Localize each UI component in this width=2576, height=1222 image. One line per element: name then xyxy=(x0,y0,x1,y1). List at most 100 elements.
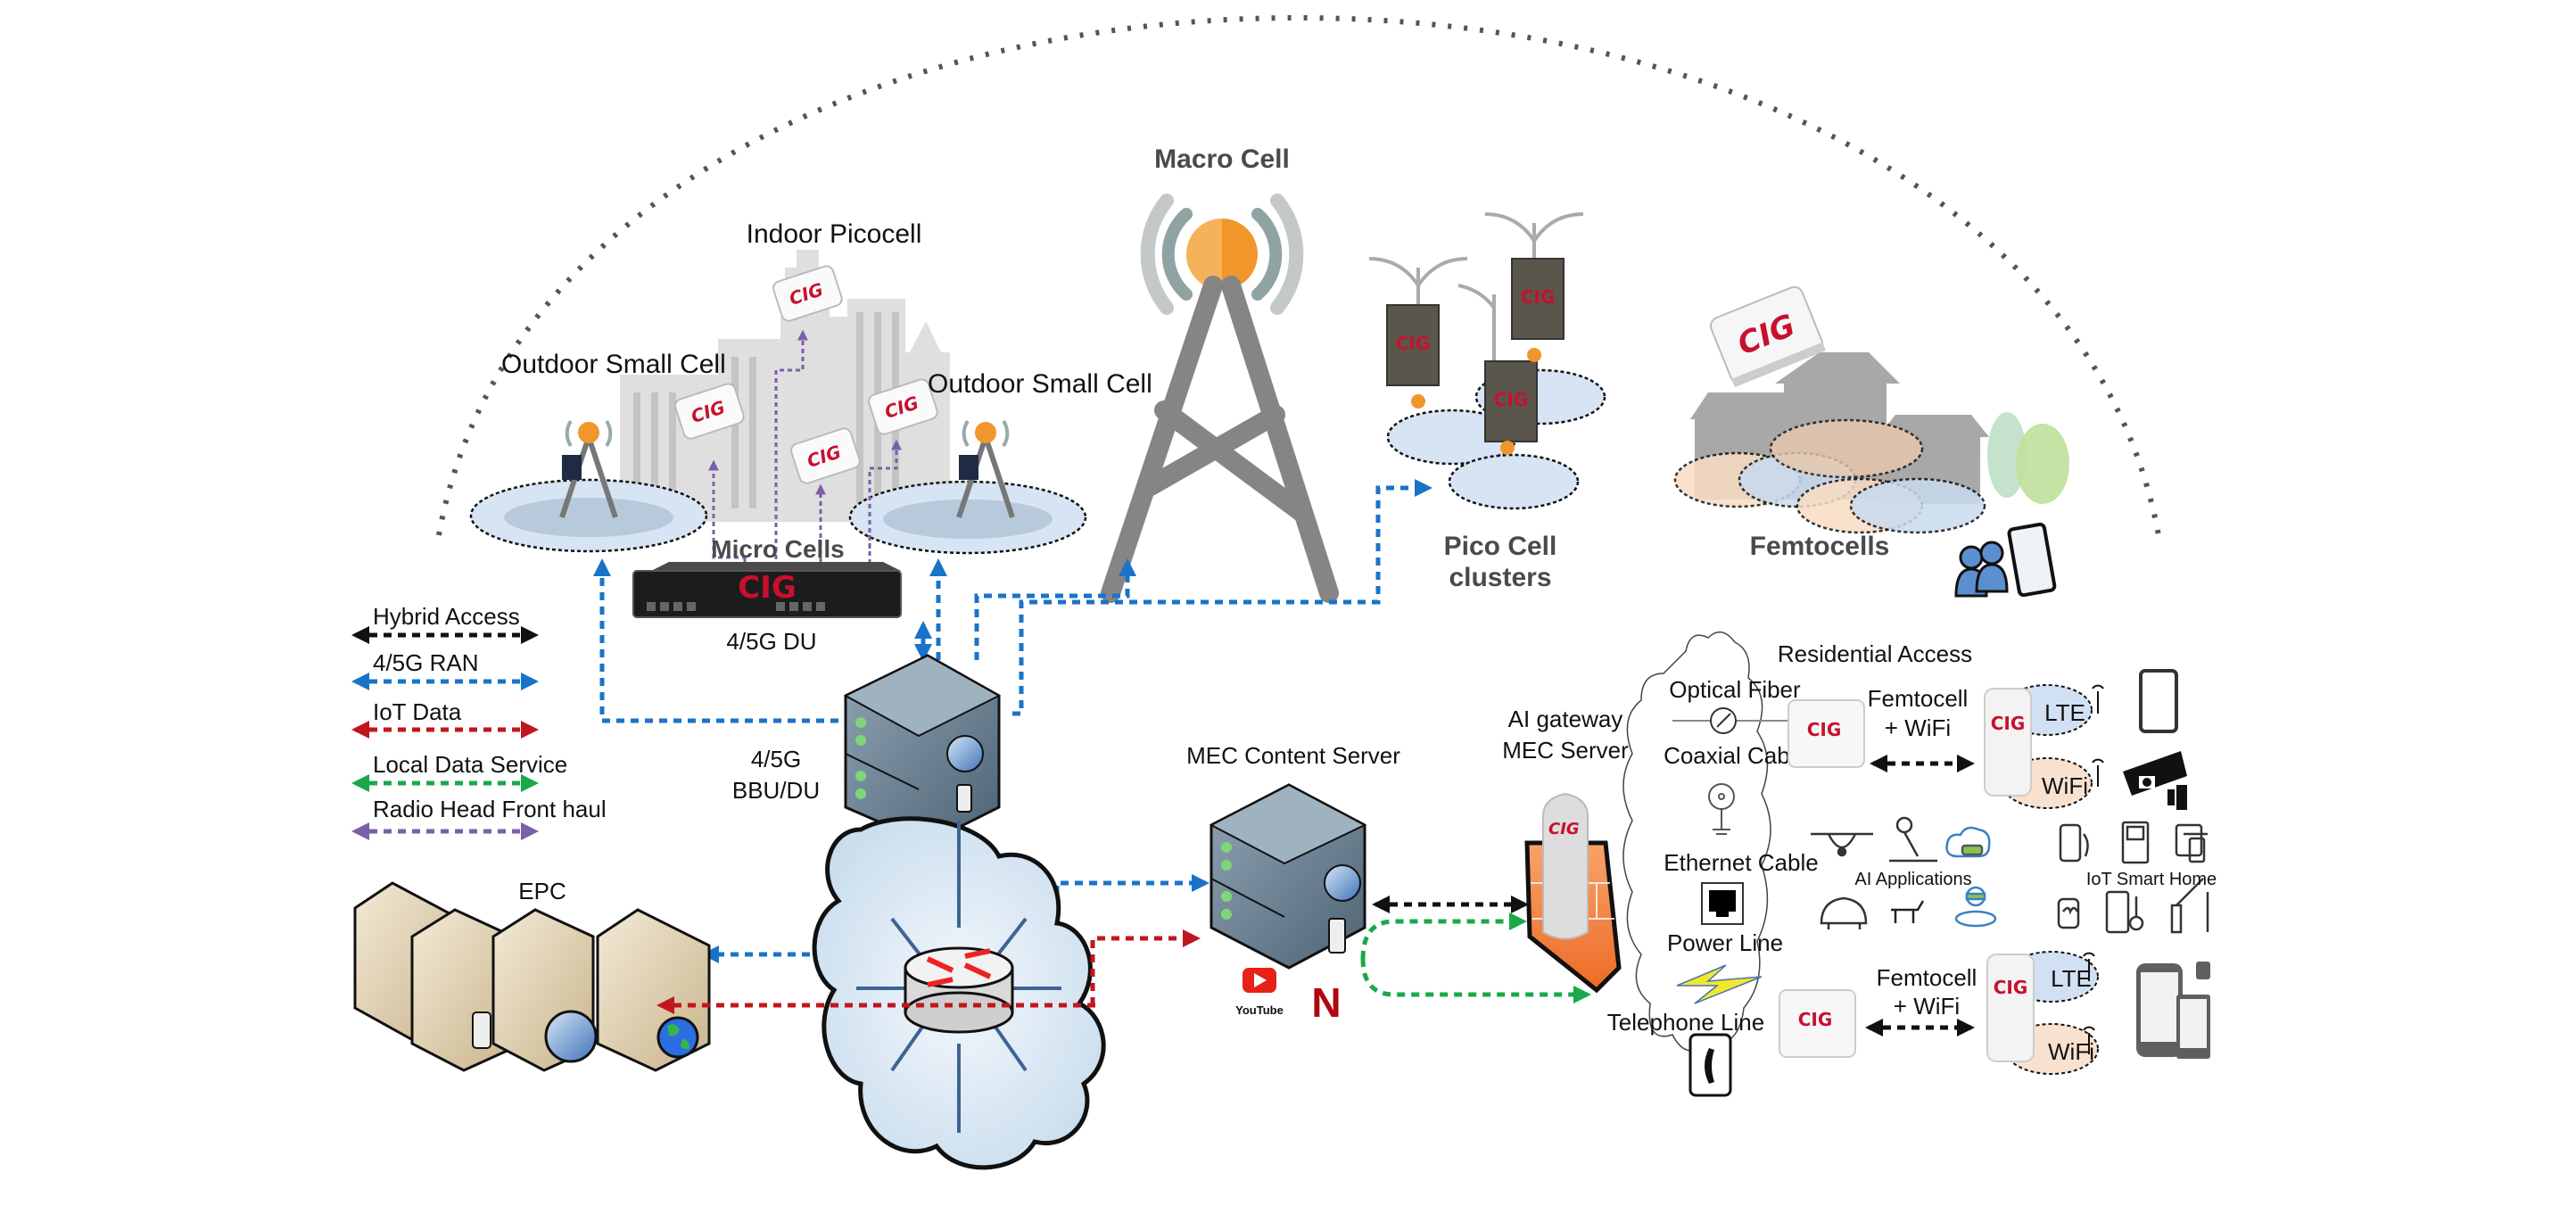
pico-rru-icon: CIG CIG CIG xyxy=(1386,258,1565,442)
cig-femtocell-tower-top: CIG xyxy=(1984,688,2032,797)
cig-picocell-left: CIG xyxy=(674,383,745,440)
legend: Hybrid Access 4/5G RAN IoT Data Local Da… xyxy=(351,603,607,840)
legend-label: Radio Head Front haul xyxy=(373,796,607,822)
cig-logo: CIG xyxy=(1991,713,2026,734)
cig-logo: CIG xyxy=(1494,389,1529,410)
globe-icon xyxy=(544,1010,598,1063)
telephone-icon xyxy=(1688,1033,1732,1097)
label-plus-wifi-top: + WiFi xyxy=(1885,714,1951,741)
pico-cell-clusters: CIG CIG CIG xyxy=(1368,212,1606,510)
mobile-phone-icon xyxy=(1328,918,1346,954)
label-ai-gateway: AI gateway xyxy=(1508,706,1623,732)
label-femtocell-wifi-top: Femtocell xyxy=(1868,685,1969,712)
label-ai-applications: AI Applications xyxy=(1854,870,1971,889)
iot-smart-home-icons xyxy=(2057,821,2209,934)
legend-item-iot: IoT Data xyxy=(351,698,539,739)
cig-femtocell-device: CIG xyxy=(1710,285,1826,388)
label-plus-wifi-bottom: + WiFi xyxy=(1894,993,1960,1020)
cig-home-router-top: CIG xyxy=(1788,699,1865,768)
macro-cell-tower xyxy=(1101,194,1339,603)
epc-servers xyxy=(353,881,711,1072)
du-rack-device: CIG xyxy=(632,562,902,618)
label-macro-cell: Macro Cell xyxy=(1154,144,1290,174)
label-micro-cells: Micro Cells xyxy=(711,535,844,563)
youtube-label: YouTube xyxy=(1235,1003,1284,1017)
core-network-cloud xyxy=(812,816,1106,1170)
users-with-tablet-icon xyxy=(1954,522,2057,598)
antenna-icon xyxy=(2083,1026,2095,1054)
label-ethernet-cable: Ethernet Cable xyxy=(1664,849,1818,876)
cig-home-router-bottom: CIG xyxy=(1779,989,1856,1058)
ai-gateway-firewall: CIG xyxy=(1524,792,1622,994)
label-mec-server: MEC Server xyxy=(1502,737,1629,764)
robot-dog-icon xyxy=(1891,900,1925,923)
earth-icon xyxy=(656,1016,699,1059)
outdoor-small-cell-right xyxy=(848,419,1087,555)
android-logo-icon xyxy=(2196,962,2210,979)
antenna-icon xyxy=(578,422,599,443)
label-femtocell-wifi-bottom: Femtocell xyxy=(1877,964,1977,991)
android-devices-icon xyxy=(2136,962,2210,1059)
femtocell-neighborhood: CIG xyxy=(1673,285,2069,598)
cig-logo: CIG xyxy=(1994,977,2028,998)
outdoor-small-cell-left xyxy=(469,419,708,553)
label-wifi-bottom: WiFi xyxy=(2048,1038,2094,1065)
legend-item-hybrid-access: Hybrid Access xyxy=(351,603,539,644)
label-mec-content-server: MEC Content Server xyxy=(1186,742,1400,769)
legend-item-fronthaul: Radio Head Front haul xyxy=(351,796,607,840)
legend-label: IoT Data xyxy=(373,698,462,725)
coverage-arc xyxy=(436,14,2161,536)
mobile-phone-icon xyxy=(956,784,972,813)
cig-femtocell-tower-bottom: CIG xyxy=(1986,954,2035,1062)
antenna-icon xyxy=(2083,952,2095,981)
label-femtocells: Femtocells xyxy=(1750,532,1890,561)
legend-label: Hybrid Access xyxy=(373,603,520,630)
lightning-icon xyxy=(1676,964,1763,1004)
label-lte-top: LTE xyxy=(2044,699,2085,726)
cig-logo: CIG xyxy=(738,570,797,606)
video-doorbell-icon xyxy=(2121,821,2150,864)
parking-barrier-icon xyxy=(2170,878,2209,934)
legend-item-ran: 4/5G RAN xyxy=(351,649,539,690)
cig-logo: CIG xyxy=(1548,820,1580,838)
smartphone-icon xyxy=(2139,669,2178,733)
security-camera-icon xyxy=(2123,751,2187,810)
label-bbu-line2: BBU/DU xyxy=(732,777,820,804)
drone-icon xyxy=(1811,832,1873,857)
youtube-logo: YouTube xyxy=(1235,968,1284,1017)
label-bbu-line1: 4/5G xyxy=(751,746,801,772)
cloud-gaming-icon xyxy=(1945,826,1991,858)
cig-picocell-right: CIG xyxy=(868,378,938,435)
vr-user-icon xyxy=(1954,886,1997,928)
voice-assistant-phone-icon xyxy=(2059,823,2089,863)
cig-logo: CIG xyxy=(1521,286,1556,308)
antenna-icon xyxy=(2092,684,2104,714)
netflix-logo: N xyxy=(1311,979,1341,1026)
legend-item-local-data: Local Data Service xyxy=(351,751,567,792)
cig-picocell-center: CIG xyxy=(790,427,861,484)
cig-logo: CIG xyxy=(1396,333,1431,354)
coaxial-cable-icon xyxy=(1708,783,1735,835)
label-coaxial-cable: Coaxial Cable xyxy=(1664,742,1808,769)
antenna-icon xyxy=(2092,758,2104,787)
ai-applications-icons xyxy=(1811,816,1997,929)
label-pico-clusters: clusters xyxy=(1449,563,1551,592)
label-residential-access: Residential Access xyxy=(1778,640,1972,667)
robot-arm-icon xyxy=(1889,816,1937,863)
smart-car-icon xyxy=(1820,896,1868,929)
label-optical-fiber: Optical Fiber xyxy=(1669,676,1801,703)
smart-lock-icon xyxy=(2175,823,2208,863)
ai-gateway-device xyxy=(1542,792,1589,940)
label-iot-smart-home: IoT Smart Home xyxy=(2086,870,2217,889)
smartwatch-icon xyxy=(2057,897,2080,929)
bbu-du-server xyxy=(843,654,1002,845)
label-epc: EPC xyxy=(518,878,566,904)
cig-logo: CIG xyxy=(1807,719,1842,740)
label-power-line: Power Line xyxy=(1667,929,1783,956)
thermostat-icon xyxy=(2105,890,2144,934)
router-icon xyxy=(904,946,1014,1034)
label-pico-cell: Pico Cell xyxy=(1444,532,1557,561)
iot-links xyxy=(656,929,1201,1014)
mobile-phone-icon xyxy=(472,1011,491,1049)
